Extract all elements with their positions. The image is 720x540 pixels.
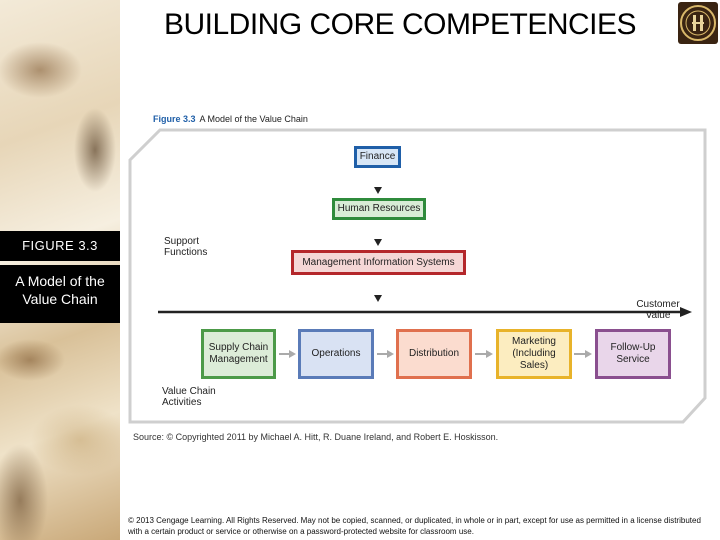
slide-title: BUILDING CORE COMPETENCIES [163, 8, 637, 41]
support-node-label: Management Information Systems [302, 256, 455, 268]
activity-arrowhead-4 [585, 350, 592, 358]
activity-arrowhead-1 [289, 350, 296, 358]
figure-caption-number: Figure 3.3 [153, 114, 196, 124]
customer-value-arrowhead [680, 307, 692, 317]
figure-source: Source: © Copyrighted 2011 by Michael A.… [133, 432, 499, 442]
figure-number-label: FIGURE 3.3 [0, 231, 120, 261]
activity-node-label: Follow-Up Service [610, 342, 656, 365]
activity-node-supply-chain: Supply Chain Management [201, 329, 276, 379]
activity-node-follow-up: Follow-Up Service [595, 329, 671, 379]
arrow-down-2 [374, 239, 382, 246]
arrow-down-1 [374, 187, 382, 194]
activity-node-label: Operations [311, 348, 361, 359]
customer-value-label: Customer Value [636, 299, 680, 321]
support-node-finance: Finance [354, 146, 401, 168]
activity-node-label: Marketing (Including Sales) [512, 336, 556, 371]
support-functions-label: Support Functions [164, 236, 208, 258]
activity-arrowhead-3 [486, 350, 493, 358]
university-seal-icon [678, 2, 718, 44]
copyright-notice: © 2013 Cengage Learning. All Rights Rese… [128, 516, 701, 536]
support-node-label: Human Resources [337, 203, 421, 214]
activity-node-marketing: Marketing (Including Sales) [496, 329, 572, 379]
figure-caption-title: A Model of the Value Chain [199, 114, 308, 124]
support-node-label: Finance [359, 151, 396, 162]
activity-node-label: Distribution [408, 348, 460, 359]
activity-arrowhead-2 [387, 350, 394, 358]
support-node-human-resources: Human Resources [332, 198, 426, 220]
value-chain-activities-label: Value Chain Activities [162, 386, 216, 408]
activity-node-label: Supply Chain Management [208, 342, 269, 365]
arrow-down-3 [374, 295, 382, 302]
activity-node-distribution: Distribution [396, 329, 472, 379]
support-node-mis: Management Information Systems [291, 250, 466, 275]
activity-node-operations: Operations [298, 329, 374, 379]
figure-title-label: A Model of the Value Chain [0, 265, 120, 323]
